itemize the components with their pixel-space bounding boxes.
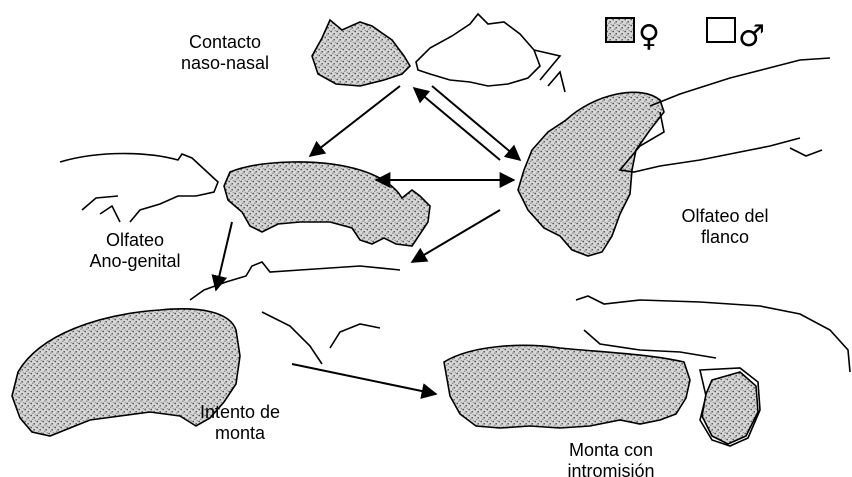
legend-male-box [707, 18, 735, 42]
label-intromission: Monta con intromisión [546, 440, 676, 477]
label-flank-line1: Olfateo del [660, 206, 790, 227]
arrow-nose-to-flank [432, 86, 520, 160]
boar-body-line-1 [534, 50, 565, 92]
sow-body-anogenital [224, 162, 430, 246]
boar-head-nose-contact [416, 14, 540, 86]
label-nose-to-nose-line1: Contacto [160, 32, 290, 53]
label-intromission-line2: intromisión [546, 461, 676, 477]
label-mount-attempt-line1: Intento de [180, 402, 300, 423]
label-anogenital-line1: Olfateo [70, 230, 200, 251]
label-mount-attempt-line2: monta [180, 423, 300, 444]
arrow-mount-to-intromission [292, 364, 436, 394]
legend: ♀ ♂ [606, 18, 765, 54]
sow-body-flank [518, 92, 664, 256]
label-nose-to-nose-line2: naso-nasal [160, 53, 290, 74]
label-intromission-line1: Monta con [546, 440, 676, 461]
sow-body-intromission [444, 345, 690, 428]
boar-sniffing-anogenital [60, 154, 218, 223]
sow-head-nose-contact [312, 20, 410, 86]
scene-nose-to-nose [312, 14, 565, 92]
scene-intromission [444, 296, 850, 446]
female-symbol: ♀ [638, 19, 660, 54]
label-flank: Olfateo del flanco [660, 206, 790, 248]
arrow-anogenital-to-mount [216, 222, 232, 290]
label-mount-attempt: Intento de monta [180, 402, 300, 444]
arrow-flank-to-nose [414, 88, 500, 160]
label-flank-line2: flanco [660, 227, 790, 248]
arrow-nose-to-anogenital [310, 86, 400, 156]
legend-female-box [606, 18, 634, 42]
label-anogenital: Olfateo Ano-genital [70, 230, 200, 272]
label-anogenital-line2: Ano-genital [70, 251, 200, 272]
label-nose-to-nose: Contacto naso-nasal [160, 32, 290, 74]
male-symbol: ♂ [738, 19, 765, 54]
